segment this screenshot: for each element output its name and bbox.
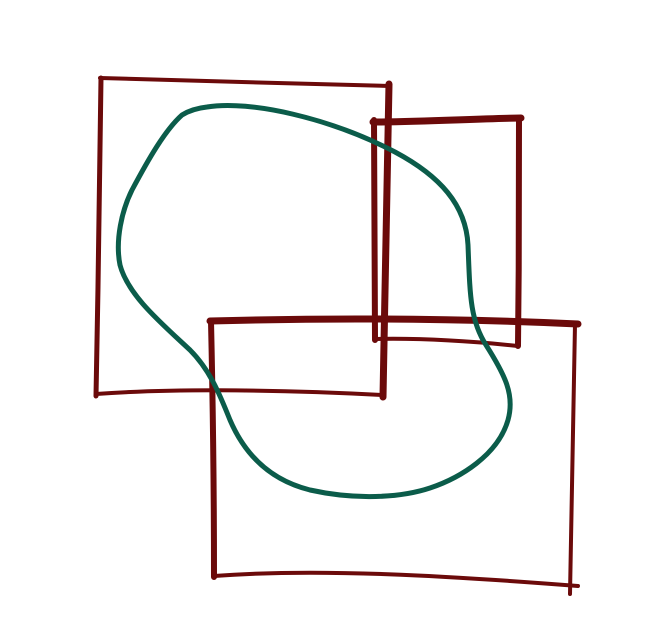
rectangle-top-right-right-edge xyxy=(515,115,522,349)
rectangle-bottom-top-edge xyxy=(206,315,582,328)
rectangle-top-left xyxy=(93,75,393,401)
rectangle-top-left-top-edge xyxy=(98,76,392,88)
rectangle-top-right-left-edge xyxy=(371,117,378,343)
rectangle-bottom-left-edge xyxy=(208,318,217,580)
rectangle-top-left-left-edge xyxy=(93,75,104,399)
closed-curve xyxy=(115,103,513,500)
rectangle-bottom-bottom-edge xyxy=(212,570,580,588)
rectangle-top-left-right-edge xyxy=(379,80,393,401)
rectangle-top-left-bottom-edge xyxy=(94,388,385,397)
rectangle-bottom xyxy=(206,315,582,596)
rectangle-top-right-top-edge xyxy=(369,114,525,126)
rectangle-bottom-right-edge xyxy=(568,322,577,596)
rectangle-top-right xyxy=(369,114,525,349)
rectangle-top-right-bottom-edge xyxy=(373,336,520,348)
